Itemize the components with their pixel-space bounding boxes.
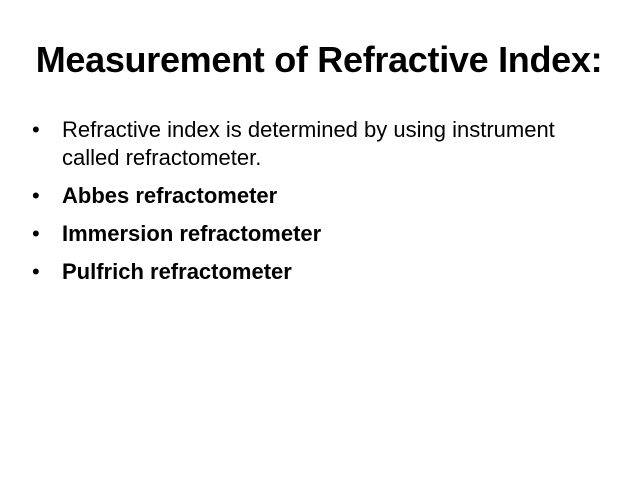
bullet-icon: • [32,183,40,208]
bullet-item: • Pulfrich refractometer [32,258,592,286]
bullet-item: • Immersion refractometer [32,220,592,248]
bullet-icon: • [32,221,40,246]
bullet-text: Immersion refractometer [62,221,322,246]
bullet-text: Pulfrich refractometer [62,259,292,284]
bullet-item: • Abbes refractometer [32,182,592,210]
bullet-list: • Refractive index is determined by usin… [32,116,592,296]
bullet-text: Abbes refractometer [62,183,278,208]
bullet-icon: • [32,259,40,284]
bullet-icon: • [32,117,40,142]
slide-title: Measurement of Refractive Index: [35,39,603,80]
bullet-text: Refractive index is determined by using … [62,117,555,170]
bullet-item: • Refractive index is determined by usin… [32,116,592,172]
